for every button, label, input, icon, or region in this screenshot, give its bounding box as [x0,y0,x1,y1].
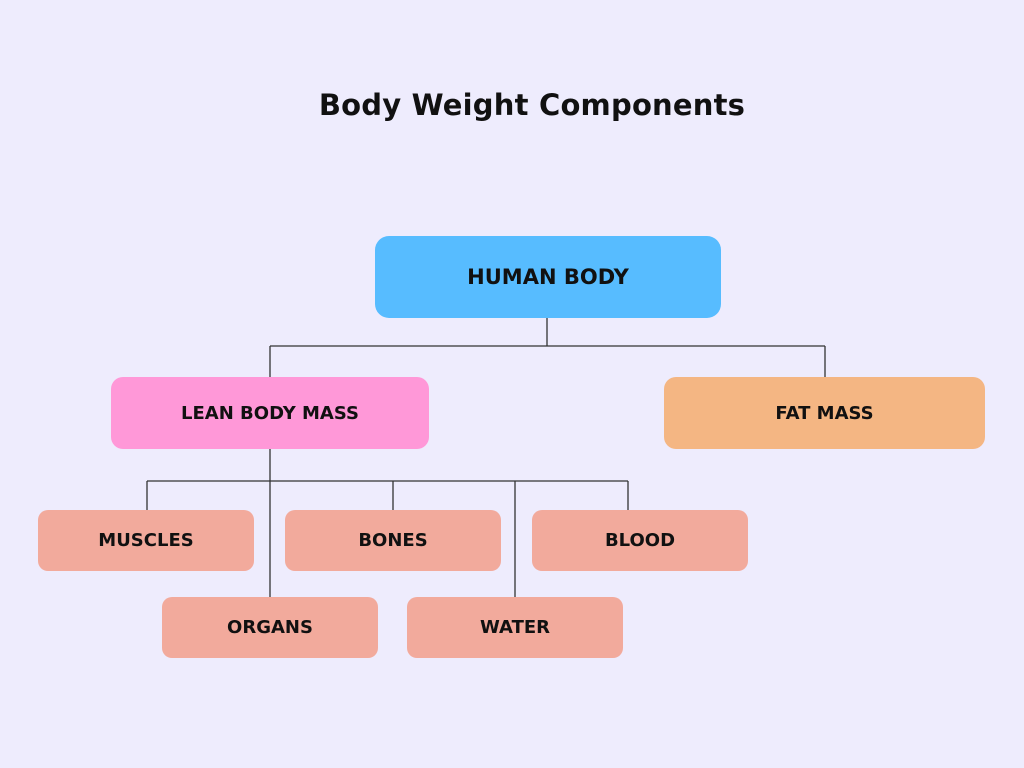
node-fat-mass: FAT MASS [664,377,985,449]
node-blood: BLOOD [532,510,748,571]
node-water: WATER [407,597,623,658]
node-lean-body-mass: LEAN BODY MASS [111,377,429,449]
node-organs: ORGANS [162,597,378,658]
diagram-title: Body Weight Components [318,88,746,122]
node-muscles: MUSCLES [38,510,254,571]
node-human-body: HUMAN BODY [375,236,721,318]
node-bones: BONES [285,510,501,571]
